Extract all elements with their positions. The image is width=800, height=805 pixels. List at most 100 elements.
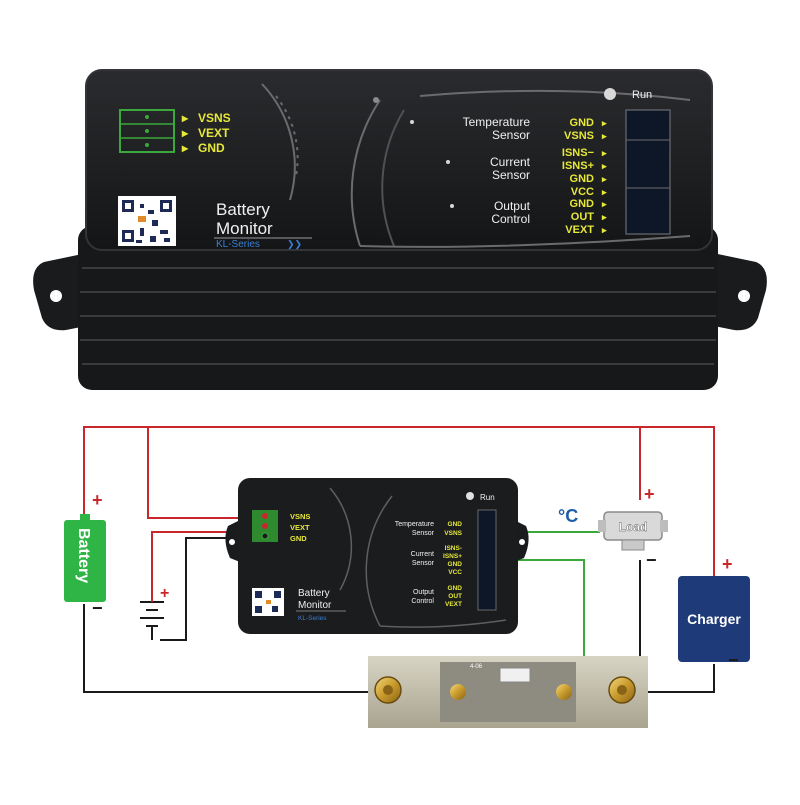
svg-text:▸: ▸ (601, 161, 607, 171)
pin-arrows: ▸ ▸ ▸ ▸ ▸ ▸ ▸ ▸ ▸ (601, 118, 607, 235)
label-current-line1: Current (490, 155, 531, 169)
small-label-current-1: Current (411, 551, 434, 558)
terminal-strip (625, 109, 671, 235)
pin-isns-plus: ISNS+ (562, 160, 594, 172)
battery: Battery + − (64, 490, 106, 618)
vsns-terminal-block (119, 109, 175, 153)
label-temperature-line1: Temperature (463, 115, 531, 129)
small-pin: GND (448, 521, 463, 528)
wiring-diagram: Battery + − + (64, 426, 750, 728)
device-small-body (238, 478, 518, 634)
small-pin: VSNS (444, 530, 462, 537)
battery-minus: − (92, 598, 103, 618)
shunt-screw-1 (450, 684, 466, 700)
pin-out: OUT (571, 211, 595, 223)
small-title-line1: Battery (298, 588, 330, 599)
small-title-line2: Monitor (298, 600, 332, 611)
pin-isns-minus: ISNS− (562, 147, 594, 159)
small-terminal-strip (477, 509, 497, 611)
terminal-dividers (626, 139, 670, 189)
small-label-temp-2: Sensor (412, 530, 435, 537)
pin-arrow: ▸ (181, 126, 189, 140)
svg-text:▸: ▸ (601, 131, 607, 141)
device-top-face (85, 69, 713, 251)
small-pin: GND (448, 585, 463, 592)
small-pin: GND (448, 561, 463, 568)
small-pin: ISNS- (445, 545, 462, 552)
small-pin-vext: VEXT (290, 523, 310, 532)
pin-vcc: VCC (571, 186, 594, 198)
charger-label: Charger (687, 611, 741, 627)
pin-arrow: ▸ (181, 141, 189, 155)
label-current-line2: Sensor (492, 168, 530, 182)
load-label: Load (619, 520, 648, 534)
svg-text:▸: ▸ (601, 225, 607, 235)
series-arrows: ❯❯ (287, 239, 302, 250)
small-qr-code (252, 588, 284, 616)
small-arcs (329, 487, 507, 628)
mounting-hole-left (229, 539, 235, 545)
pin-label-gnd: GND (198, 141, 225, 155)
housing-ribs (80, 267, 716, 365)
label-output-line1: Output (494, 199, 531, 213)
wires-positive (83, 426, 715, 578)
device-large: ▸ VSNS ▸ VEXT ▸ GND Battery (33, 69, 767, 390)
small-label-output-2: Control (411, 598, 434, 605)
small-label-temp-1: Temperature (395, 521, 434, 528)
shunt-label: 4-06 (470, 664, 483, 670)
charger-plus: + (722, 554, 733, 574)
svg-text:▸: ▸ (601, 148, 607, 158)
mounting-hole-left (50, 290, 62, 302)
mounting-hole-right (738, 290, 750, 302)
series-label: KL-Series (216, 239, 260, 250)
load: Load + − (598, 484, 668, 570)
charger: Charger + − (678, 554, 750, 670)
pin-label-vsns: VSNS (198, 111, 231, 125)
pin-label-vext: VEXT (198, 126, 230, 140)
pin-gnd: GND (570, 173, 595, 185)
label-temperature-line2: Sensor (492, 128, 530, 142)
svg-text:▸: ▸ (601, 199, 607, 209)
run-label: Run (632, 89, 652, 101)
pin-arrow: ▸ (181, 111, 189, 125)
load-minus: − (646, 550, 657, 570)
charger-minus: − (728, 650, 739, 670)
temperature-symbol: °C (558, 506, 578, 526)
device-title-line1: Battery (216, 200, 270, 219)
shunt: 4-06 (368, 656, 648, 728)
shunt-screw-2 (556, 684, 572, 700)
pin-gnd: GND (570, 117, 595, 129)
small-terminal-block (252, 510, 278, 542)
small-label-output-1: Output (413, 589, 434, 596)
top-pin-labels: ▸ VSNS ▸ VEXT ▸ GND (181, 111, 231, 155)
svg-text:▸: ▸ (601, 118, 607, 128)
small-run-led (466, 492, 474, 500)
svg-text:▸: ▸ (601, 212, 607, 222)
svg-text:▸: ▸ (601, 174, 607, 184)
run-led (604, 88, 616, 100)
small-series-label: KL-Series (298, 615, 327, 622)
source-plus: + (160, 585, 169, 602)
svg-text:▸: ▸ (601, 187, 607, 197)
external-voltage-source (140, 540, 164, 640)
qr-code (118, 196, 176, 246)
group-dots (410, 120, 454, 208)
battery-label: Battery (75, 528, 92, 583)
device-title-line2: Monitor (216, 219, 273, 238)
pin-vext: VEXT (565, 224, 594, 236)
pin-gnd: GND (570, 198, 595, 210)
small-pin: ISNS+ (443, 553, 462, 560)
small-pin: OUT (448, 593, 462, 600)
pin-vsns: VSNS (564, 130, 594, 142)
load-plus: + (644, 484, 655, 504)
small-run-label: Run (480, 493, 495, 502)
small-pin: VCC (448, 569, 462, 576)
small-pin-gnd: GND (290, 534, 307, 543)
device-small: VSNS VEXT GND Run Temperature Sensor Cur… (225, 478, 529, 634)
mounting-ear-right (704, 252, 767, 331)
label-output-line2: Control (491, 212, 530, 226)
arc-node (373, 97, 379, 103)
small-pin-vsns: VSNS (290, 512, 310, 521)
small-label-current-2: Sensor (412, 560, 435, 567)
